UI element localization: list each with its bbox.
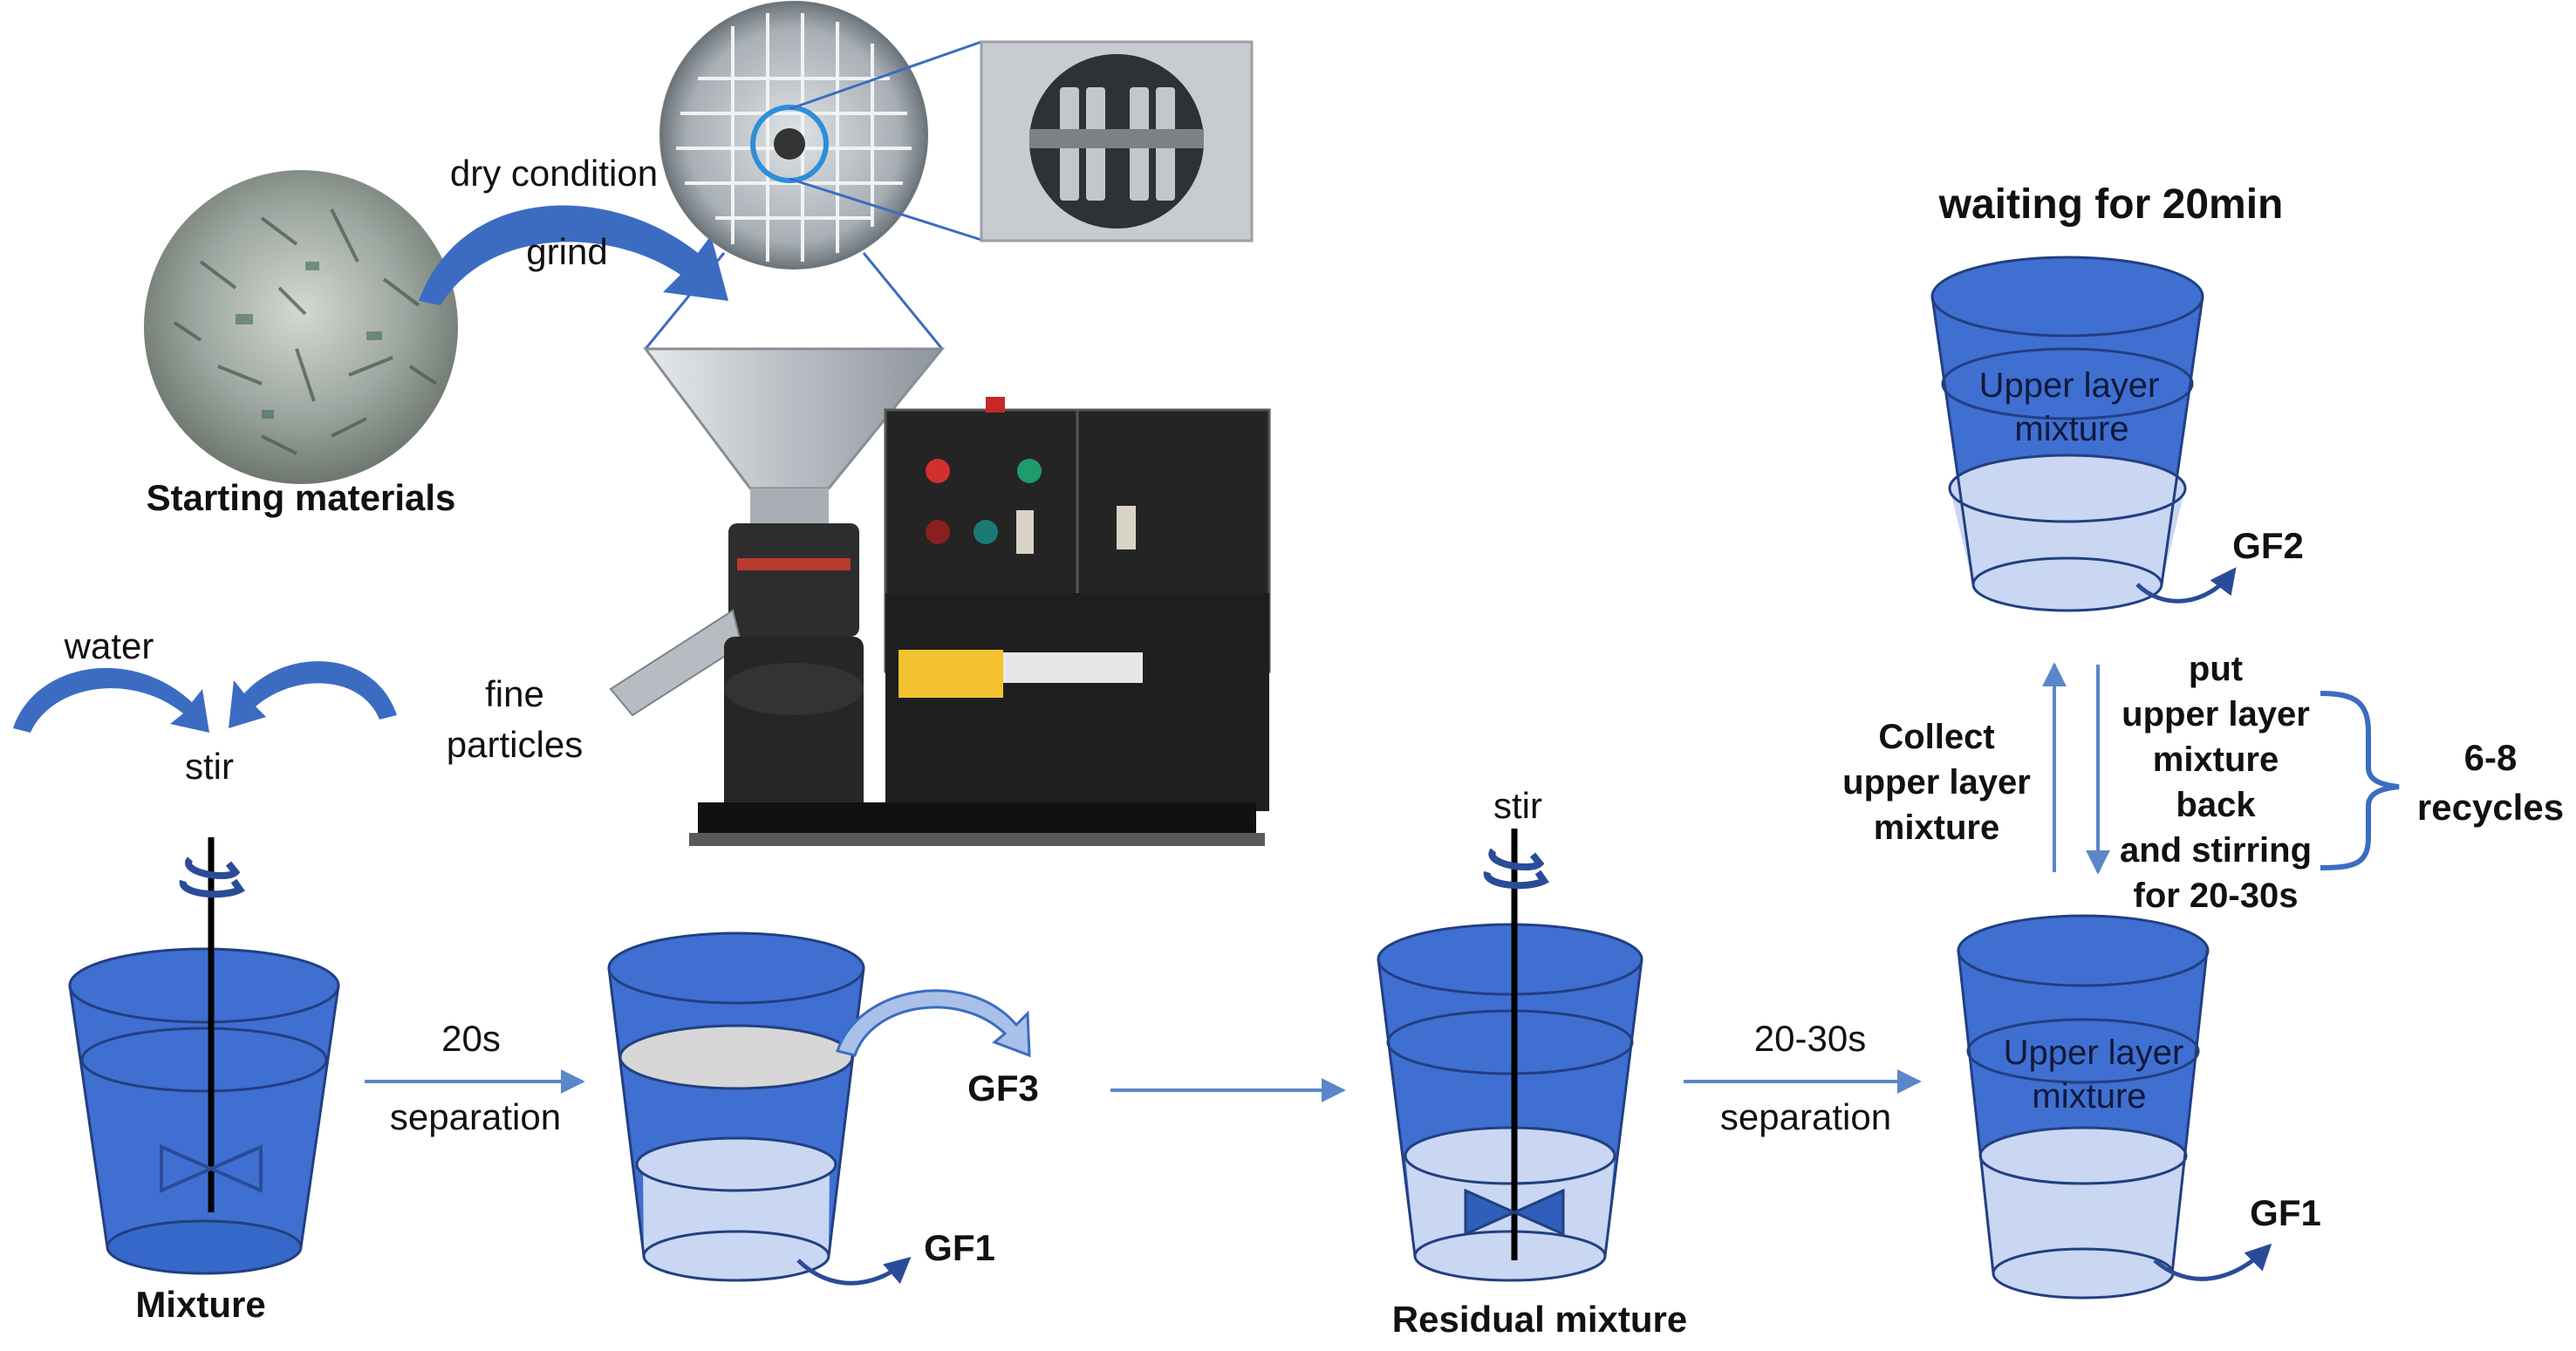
put-label-5: and stirring	[2120, 831, 2312, 870]
gf1-arrow-right	[2153, 1243, 2272, 1281]
separation-label-1: separation	[390, 1096, 561, 1137]
fine-label: fine	[485, 673, 544, 714]
beaker-separated	[607, 931, 865, 1282]
beaker-mixture	[68, 947, 340, 1275]
starting-materials-label: Starting materials	[147, 477, 456, 518]
recycles-count-label: 6-8	[2464, 737, 2518, 778]
beaker-residual	[1377, 923, 1643, 1282]
separation-label-2: separation	[1720, 1096, 1891, 1137]
die-closeup-photo	[659, 1, 928, 270]
water-label: water	[64, 625, 154, 666]
stir-label-left: stir	[185, 746, 234, 787]
residual-mixture-label: Residual mixture	[1392, 1299, 1687, 1340]
fine-particles-arrow	[229, 661, 397, 728]
gf2-arrow	[2135, 567, 2237, 604]
gf1-label-right: GF1	[2250, 1192, 2321, 1233]
upper-layer-label-top: Upper layer	[1979, 366, 2160, 405]
collect-label-3: mixture	[1874, 809, 2000, 847]
time-20s-label: 20s	[441, 1018, 501, 1059]
time-20-30s-label: 20-30s	[1754, 1018, 1866, 1059]
starting-materials-photo	[144, 170, 458, 484]
grinding-machine-photo	[609, 347, 1271, 846]
collect-label-2: upper layer	[1842, 763, 2031, 802]
gf1-label-left: GF1	[924, 1227, 995, 1268]
particles-label: particles	[447, 724, 583, 765]
gf1-arrow-left	[796, 1257, 912, 1286]
dry-condition-label: dry condition	[450, 153, 658, 194]
stir-label-right: stir	[1493, 785, 1542, 826]
recycles-brace	[2320, 691, 2400, 870]
callout-lines	[644, 40, 982, 350]
stirrer-icon-right	[1464, 829, 1565, 1260]
gf3-pour-arrow	[836, 989, 1031, 1058]
upper-layer-mixture-label-top: mixture	[2014, 410, 2128, 448]
recycles-label: recycles	[2417, 787, 2564, 828]
put-label-6: for 20-30s	[2134, 877, 2299, 915]
gf3-label: GF3	[967, 1068, 1039, 1109]
stirrer-icon	[160, 837, 263, 1212]
die-rollers-inset	[980, 40, 1254, 242]
waiting-label: waiting for 20min	[1938, 181, 2284, 228]
gf2-label: GF2	[2232, 525, 2304, 566]
grind-label: grind	[526, 231, 607, 272]
water-arrow	[13, 667, 209, 733]
collect-label-1: Collect	[1878, 718, 1994, 756]
put-label-3: mixture	[2153, 740, 2279, 779]
grind-arrow	[419, 205, 728, 305]
put-label-1: put	[2189, 650, 2243, 688]
beaker-upper-layer-bottom	[1957, 914, 2210, 1300]
put-label-4: back	[2176, 786, 2256, 824]
beaker-upper-layer-top	[1930, 256, 2204, 612]
mixture-label: Mixture	[135, 1284, 265, 1325]
upper-layer-label-bottom: Upper layer	[2004, 1034, 2184, 1072]
upper-layer-mixture-label-bottom: mixture	[2032, 1077, 2146, 1116]
put-label-2: upper layer	[2122, 695, 2310, 733]
